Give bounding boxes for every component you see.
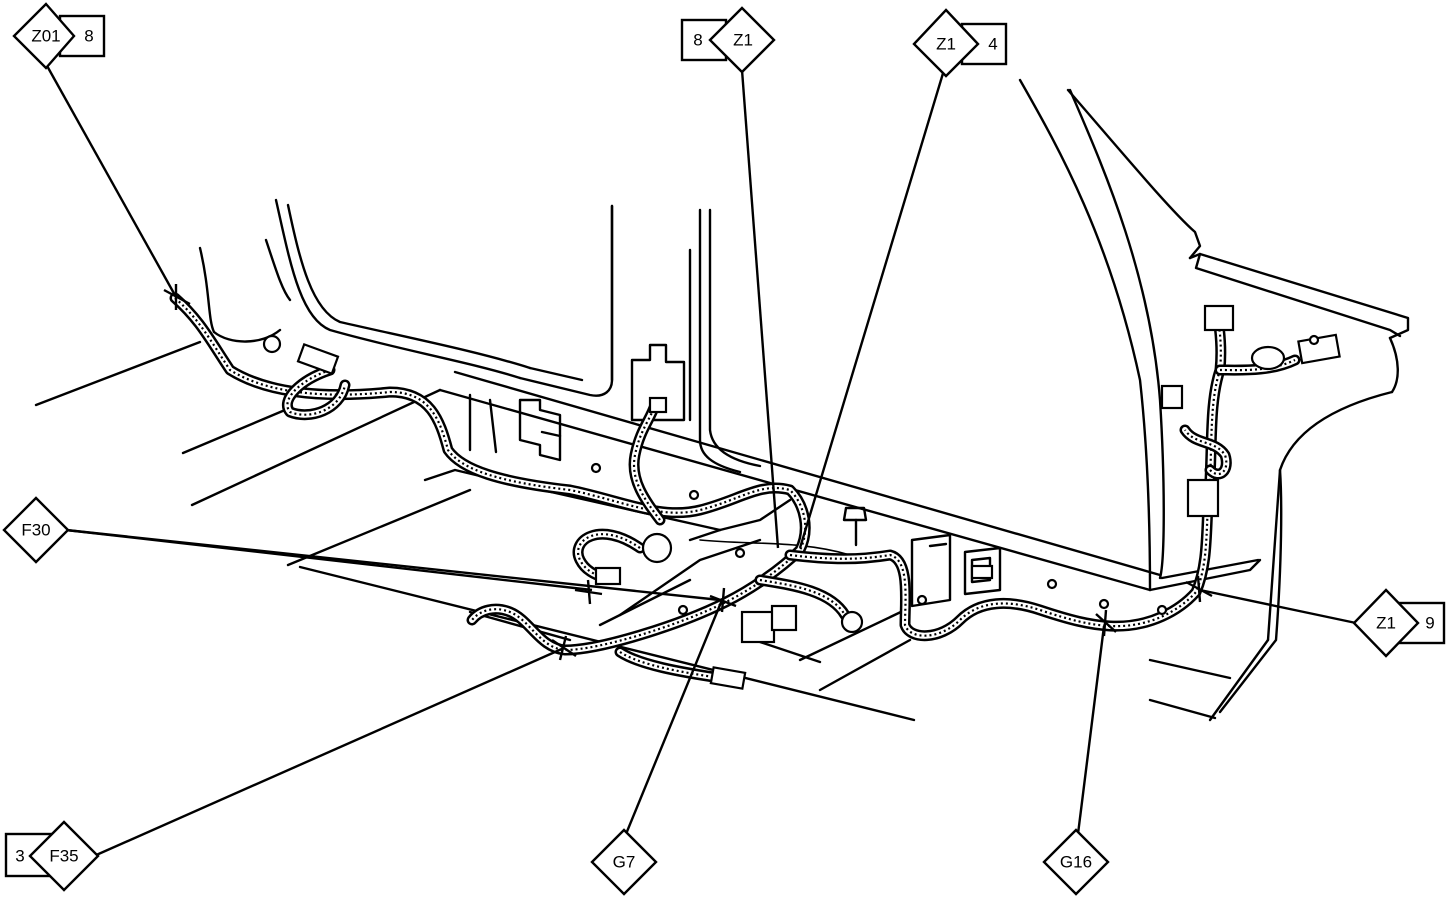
callout-z1-9-box-label: 9 — [1425, 614, 1434, 633]
callout-3-f35: 3 F35 — [4, 820, 100, 892]
callout-g16: G16 — [1042, 828, 1110, 896]
pillar-connector — [648, 396, 668, 414]
connectors — [262, 304, 1341, 690]
callout-z1-4: Z1 4 — [912, 8, 1008, 78]
callout-z1-4-box-label: 4 — [988, 35, 997, 54]
front-connector-top — [1203, 304, 1235, 332]
callout-z1-4-diamond-label: Z1 — [936, 35, 956, 54]
callout-g7: G7 — [590, 828, 658, 896]
callout-z01-8-diamond — [12, 2, 76, 70]
callout-z1-9: Z1 9 — [1352, 588, 1446, 658]
seat-connector — [970, 564, 994, 580]
callout-f30-diamond — [2, 496, 70, 564]
f30-connector — [594, 566, 622, 586]
callout-8-z1: 8 Z1 — [680, 6, 776, 74]
callout-8-z1-diamond — [708, 6, 776, 74]
front-bracket — [1186, 478, 1220, 518]
callout-g16-diamond — [1042, 828, 1110, 896]
callout-g7-label: G7 — [613, 853, 636, 872]
center-connector-left — [740, 610, 776, 644]
callout-z1-4-diamond — [912, 8, 980, 78]
vehicle-body-structure — [34, 78, 1410, 722]
rear-connector — [296, 342, 340, 376]
leader-lines — [44, 63, 1357, 858]
harness-grommet — [641, 532, 673, 564]
callout-z1-9-diamond — [1352, 588, 1420, 658]
callout-g7-diamond — [590, 828, 658, 896]
callout-f30: F30 — [2, 496, 70, 564]
callout-z01-8: Z01 8 — [12, 2, 106, 70]
wiring-harness — [169, 292, 1301, 684]
callout-g16-label: G16 — [1060, 853, 1092, 872]
callout-3-f35-box-label: 3 — [15, 847, 24, 866]
callout-z01-8-diamond-label: Z01 — [31, 27, 60, 46]
attachment-marks — [163, 284, 1213, 661]
callout-3-f35-diamond-label: F35 — [49, 847, 78, 866]
callout-8-z1-box-label: 8 — [693, 31, 702, 50]
front-connector-left — [1160, 384, 1184, 410]
callout-z01-8-box-label: 8 — [84, 27, 93, 46]
rear-grommet — [262, 334, 282, 354]
callout-8-z1-diamond-label: Z1 — [733, 31, 753, 50]
callout-z1-9-diamond-label: Z1 — [1376, 614, 1396, 633]
callout-3-f35-diamond — [28, 820, 100, 892]
center-connector-right — [770, 604, 798, 632]
front-connector-oval — [1250, 345, 1286, 371]
g7-tail-connector — [709, 666, 747, 690]
callout-f30-label: F30 — [21, 521, 50, 540]
ground-eyelet — [840, 610, 864, 634]
